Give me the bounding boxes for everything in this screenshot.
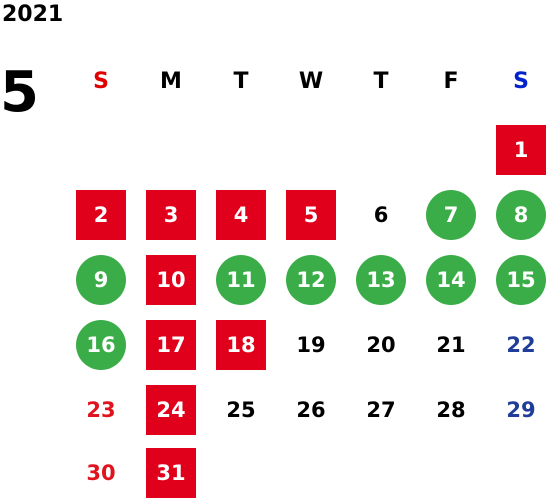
day-cell[interactable]: 25 bbox=[226, 398, 256, 422]
day-cell[interactable]: 31 bbox=[146, 448, 196, 498]
day-cell[interactable]: 2 bbox=[76, 190, 126, 240]
weekday-label: M bbox=[160, 68, 182, 94]
year-label: 2021 bbox=[2, 2, 64, 27]
day-cell[interactable]: 29 bbox=[506, 398, 536, 422]
day-cell[interactable]: 13 bbox=[356, 255, 406, 305]
day-cell[interactable]: 21 bbox=[436, 333, 466, 357]
day-cell[interactable]: 16 bbox=[76, 320, 126, 370]
weekday-label: T bbox=[373, 68, 389, 94]
day-cell[interactable]: 4 bbox=[216, 190, 266, 240]
day-cell[interactable]: 8 bbox=[496, 190, 546, 240]
day-cell[interactable]: 5 bbox=[286, 190, 336, 240]
day-cell[interactable]: 7 bbox=[426, 190, 476, 240]
weekday-label: S bbox=[513, 68, 529, 94]
day-cell[interactable]: 23 bbox=[86, 398, 116, 422]
day-cell[interactable]: 12 bbox=[286, 255, 336, 305]
day-cell[interactable]: 10 bbox=[146, 255, 196, 305]
day-cell[interactable]: 18 bbox=[216, 320, 266, 370]
day-cell[interactable]: 28 bbox=[436, 398, 466, 422]
day-cell[interactable]: 19 bbox=[296, 333, 326, 357]
day-cell[interactable]: 27 bbox=[366, 398, 396, 422]
day-cell[interactable]: 22 bbox=[506, 333, 536, 357]
day-cell[interactable]: 11 bbox=[216, 255, 266, 305]
day-cell[interactable]: 17 bbox=[146, 320, 196, 370]
day-cell[interactable]: 14 bbox=[426, 255, 476, 305]
day-cell[interactable]: 6 bbox=[373, 203, 389, 227]
day-cell[interactable]: 26 bbox=[296, 398, 326, 422]
day-cell[interactable]: 30 bbox=[86, 461, 116, 485]
day-cell[interactable]: 3 bbox=[146, 190, 196, 240]
weekday-label: S bbox=[93, 68, 109, 94]
day-cell[interactable]: 15 bbox=[496, 255, 546, 305]
day-cell[interactable]: 9 bbox=[76, 255, 126, 305]
day-cell[interactable]: 24 bbox=[146, 385, 196, 435]
month-number: 5 bbox=[0, 60, 39, 125]
day-cell[interactable]: 20 bbox=[366, 333, 396, 357]
weekday-label: W bbox=[298, 68, 324, 94]
weekday-label: T bbox=[233, 68, 249, 94]
day-cell[interactable]: 1 bbox=[496, 125, 546, 175]
weekday-label: F bbox=[443, 68, 459, 94]
